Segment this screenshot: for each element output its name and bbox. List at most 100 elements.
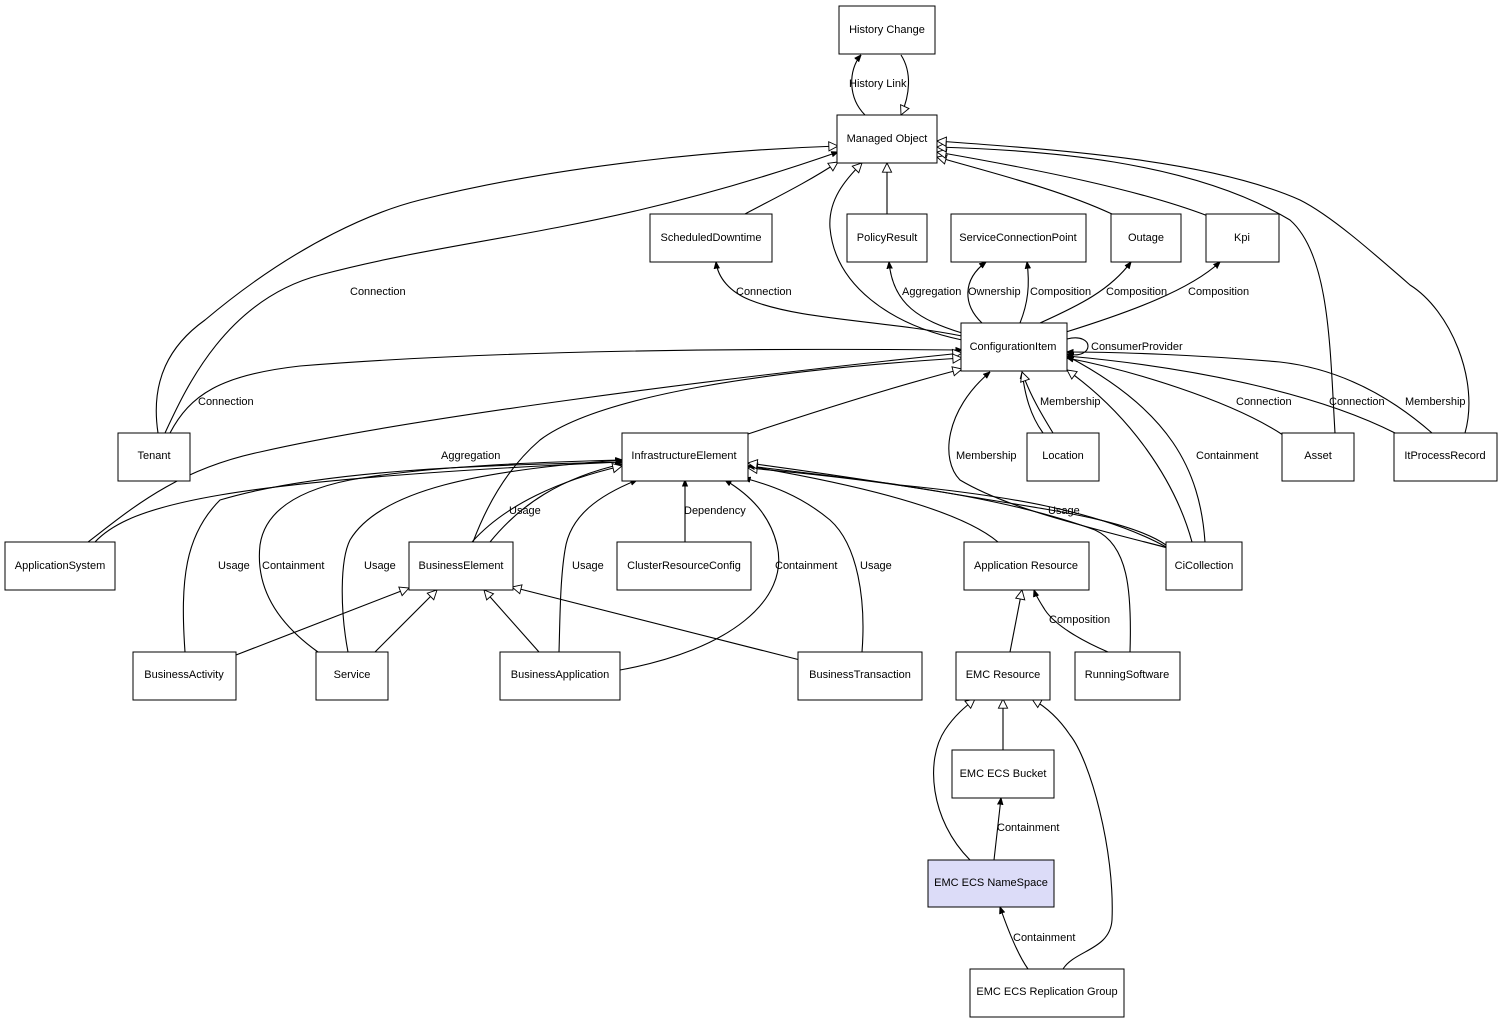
node-policy-result[interactable]: PolicyResult	[846, 213, 928, 263]
svg-text:ScheduledDowntime: ScheduledDowntime	[661, 232, 762, 244]
edge-be-inherits-ie	[471, 466, 622, 543]
node-business-activity[interactable]: BusinessActivity	[132, 651, 237, 701]
svg-text:Asset: Asset	[1304, 450, 1332, 462]
node-infrastructure-element[interactable]: InfrastructureElement	[621, 432, 749, 482]
edge-rg-inherits-emc	[1032, 699, 1113, 970]
edge-ipr-membership-ci	[1067, 352, 1433, 434]
edge-cic-inherits-ie	[748, 463, 1167, 546]
edge-ci-connection-sd	[716, 262, 963, 337]
edge-ba-inherits-be	[235, 588, 409, 656]
svg-text:ItProcessRecord: ItProcessRecord	[1404, 450, 1485, 462]
edge-label-aggregation-ci-pr: Aggregation	[902, 286, 961, 298]
edge-label-composition-ci-outage: Composition	[1106, 286, 1167, 298]
edge-location-inherits-ci	[1022, 372, 1054, 434]
node-application-system[interactable]: ApplicationSystem	[4, 541, 116, 591]
edge-ar-inherits-ie	[748, 466, 999, 543]
edge-label-ownership-ci-scp: Ownership	[968, 286, 1021, 298]
svg-text:PolicyResult: PolicyResult	[857, 232, 918, 244]
edge-label-usage-be-ie: Usage	[509, 505, 541, 517]
edge-label-composition-ci-scp: Composition	[1030, 286, 1091, 298]
svg-text:ConfigurationItem: ConfigurationItem	[970, 341, 1057, 353]
edge-label-connection-tenant-ci: Connection	[198, 396, 254, 408]
edge-sd-inherits-mo	[744, 162, 838, 215]
edge-label-history-link: History Link	[849, 78, 907, 90]
edge-bt-usage-ie	[744, 478, 864, 653]
node-kpi[interactable]: Kpi	[1205, 213, 1280, 263]
edge-ipr-inherits-mo	[937, 141, 1470, 434]
node-emc-resource[interactable]: EMC Resource	[955, 651, 1051, 701]
svg-text:Outage: Outage	[1128, 232, 1164, 244]
svg-text:InfrastructureElement: InfrastructureElement	[631, 450, 736, 462]
node-history-change[interactable]: History Change	[838, 5, 936, 55]
edge-label-usage-bt-ie: Usage	[860, 560, 892, 572]
svg-text:BusinessApplication: BusinessApplication	[511, 669, 609, 681]
edge-label-usage-bapp-ie: Usage	[572, 560, 604, 572]
edge-label-containment-ns-bucket: Containment	[997, 822, 1059, 834]
edge-ba-usage-ie	[182, 462, 622, 653]
edge-as-inherits-ci	[87, 353, 962, 543]
node-tenant[interactable]: Tenant	[117, 432, 191, 482]
edge-label-containment-svc-ie: Containment	[262, 560, 324, 572]
node-service-connection-point[interactable]: ServiceConnectionPoint	[950, 213, 1087, 263]
svg-text:EMC ECS Replication Group: EMC ECS Replication Group	[976, 986, 1117, 998]
edge-label-consumer-provider: ConsumerProvider	[1091, 341, 1183, 353]
edge-label-dependency-crc-ie: Dependency	[684, 505, 746, 517]
svg-text:Location: Location	[1042, 450, 1084, 462]
nodes: History Change Managed Object ScheduledD…	[4, 5, 1498, 1018]
node-cluster-resource-config[interactable]: ClusterResourceConfig	[616, 541, 752, 591]
node-emc-ecs-bucket[interactable]: EMC ECS Bucket	[951, 749, 1055, 799]
node-service[interactable]: Service	[315, 651, 389, 701]
edge-label-connection-tenant-mo: Connection	[350, 286, 406, 298]
node-emc-ecs-replication-group[interactable]: EMC ECS Replication Group	[969, 968, 1125, 1018]
edge-svc-usage-ie	[341, 460, 622, 653]
edge-label-containment-rg-ns: Containment	[1013, 932, 1075, 944]
node-business-element[interactable]: BusinessElement	[408, 541, 514, 591]
svg-text:ApplicationSystem: ApplicationSystem	[15, 560, 106, 572]
edge-ipr-connection-ci	[1067, 356, 1396, 434]
node-ci-collection[interactable]: CiCollection	[1165, 541, 1243, 591]
node-managed-object[interactable]: Managed Object	[836, 114, 938, 164]
node-emc-ecs-namespace[interactable]: EMC ECS NameSpace	[927, 859, 1055, 908]
node-application-resource[interactable]: Application Resource	[963, 541, 1090, 591]
edge-label-usage-ba-ie: Usage	[218, 560, 250, 572]
edge-ci-ownership-scp	[967, 262, 986, 324]
svg-text:EMC ECS NameSpace: EMC ECS NameSpace	[934, 877, 1048, 889]
edge-tenant-connection-mo	[164, 152, 838, 434]
edge-label-membership-location-ci: Membership	[1040, 396, 1101, 408]
node-asset[interactable]: Asset	[1281, 432, 1355, 482]
edge-label-containment-bapp-ie: Containment	[775, 560, 837, 572]
node-location[interactable]: Location	[1026, 432, 1100, 482]
edge-label-usage-svc-ie: Usage	[364, 560, 396, 572]
svg-text:Tenant: Tenant	[137, 450, 170, 462]
edge-bapp-inherits-be	[484, 590, 540, 653]
node-scheduled-downtime[interactable]: ScheduledDowntime	[649, 213, 773, 263]
edge-svc-inherits-be	[374, 590, 437, 653]
edge-label-aggregation-as-ie: Aggregation	[441, 450, 500, 462]
edge-ci-aggregation-pr	[889, 262, 963, 334]
node-configuration-item[interactable]: ConfigurationItem	[960, 322, 1068, 372]
edge-kpi-inherits-mo	[937, 152, 1209, 217]
node-outage[interactable]: Outage	[1110, 213, 1182, 263]
edge-label-connection-ipr-ci: Connection	[1329, 396, 1385, 408]
edge-ns-containment-bucket	[993, 798, 1001, 861]
edge-label-composition-rs-ar: Composition	[1049, 614, 1110, 626]
svg-text:BusinessTransaction: BusinessTransaction	[809, 669, 911, 681]
node-business-transaction[interactable]: BusinessTransaction	[797, 651, 923, 701]
node-it-process-record[interactable]: ItProcessRecord	[1393, 432, 1498, 482]
svg-text:EMC Resource: EMC Resource	[966, 669, 1041, 681]
svg-text:BusinessElement: BusinessElement	[419, 560, 504, 572]
edge-ci-inherits-mo	[829, 163, 963, 341]
edge-ci-composition-scp	[1019, 262, 1028, 324]
edge-cic-containment-ci	[1067, 356, 1206, 543]
edge-rs-composition-ar	[1034, 590, 1109, 653]
edge-history-inheritance	[901, 54, 909, 115]
edge-ie-inherits-ci	[747, 369, 962, 435]
svg-text:Kpi: Kpi	[1234, 232, 1250, 244]
edge-as-aggregation-ie	[94, 462, 622, 543]
svg-text:EMC ECS Bucket: EMC ECS Bucket	[960, 768, 1047, 780]
svg-text:BusinessActivity: BusinessActivity	[144, 669, 224, 681]
edge-be-inherits-ci	[472, 358, 962, 543]
edges: History Link Connection Connection Aggre…	[87, 54, 1470, 970]
node-business-application[interactable]: BusinessApplication	[499, 651, 621, 701]
node-running-software[interactable]: RunningSoftware	[1074, 651, 1181, 701]
